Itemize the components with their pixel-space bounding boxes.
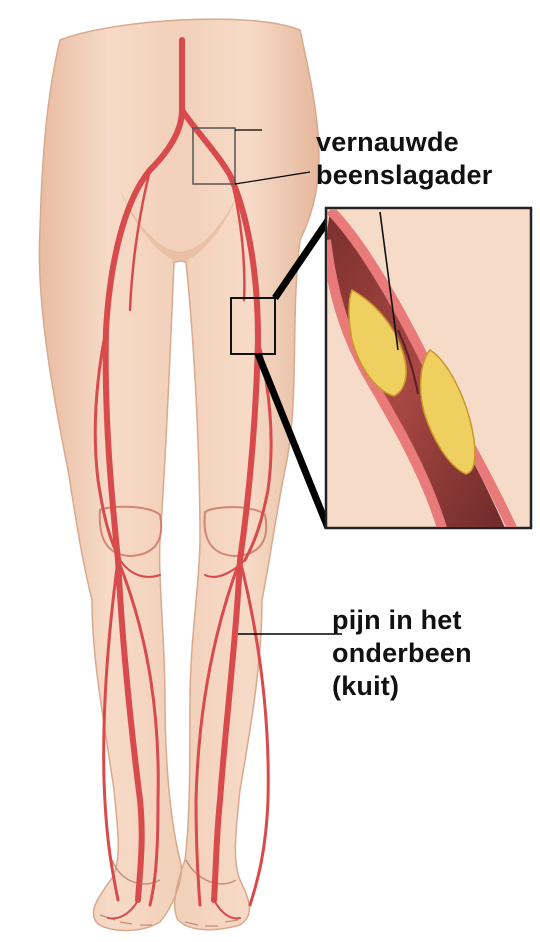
calf-pain-label-line-3: (kuit)	[332, 670, 472, 703]
calf-pain-label: pijn in het onderbeen (kuit)	[332, 604, 472, 703]
calf-pain-label-line-1: pijn in het	[332, 604, 472, 637]
narrowed-artery-label-line-1: vernauwde	[316, 126, 492, 159]
calf-pain-label-line-2: onderbeen	[332, 637, 472, 670]
narrowed-artery-label: vernauwde beenslagader	[316, 126, 492, 192]
artery-inset	[326, 208, 531, 528]
narrowed-artery-label-line-2: beenslagader	[316, 159, 492, 192]
body-silhouette	[39, 19, 319, 930]
